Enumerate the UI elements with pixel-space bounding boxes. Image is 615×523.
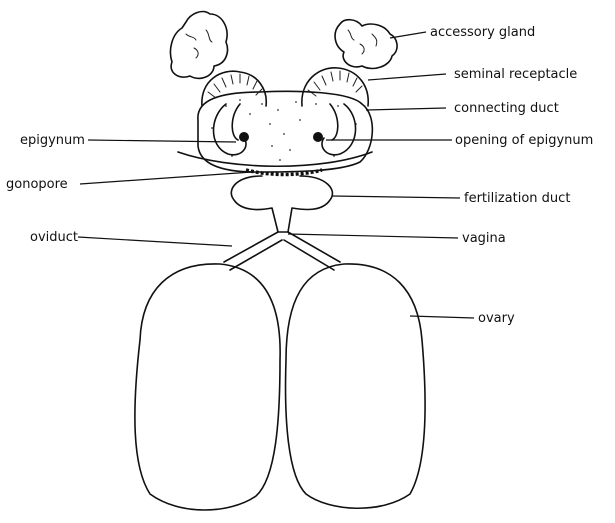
label-oviduct: oviduct <box>30 230 78 245</box>
right-oviduct <box>284 232 340 270</box>
label-seminal-receptacle: seminal receptacle <box>454 67 577 82</box>
label-opening-of-epigynum: opening of epigynum <box>455 133 593 148</box>
right-fertilization-duct <box>288 176 332 232</box>
label-epigynum: epigynum <box>20 133 85 148</box>
right-ovary <box>286 264 426 508</box>
label-fertilization-duct: fertilization duct <box>464 191 570 206</box>
left-epigynum-opening <box>239 132 249 142</box>
right-accessory-gland <box>335 20 397 69</box>
right-seminal-receptacle <box>302 68 368 106</box>
right-epigynum-opening <box>313 132 323 142</box>
left-fertilization-duct <box>231 176 278 232</box>
left-oviduct <box>224 232 282 270</box>
left-seminal-receptacle <box>202 71 266 106</box>
label-connecting-duct: connecting duct <box>454 101 559 116</box>
label-accessory-gland: accessory gland <box>430 25 535 40</box>
label-ovary: ovary <box>478 311 515 326</box>
label-gonopore: gonopore <box>6 177 68 192</box>
left-ovary <box>135 264 280 510</box>
left-accessory-gland <box>170 12 227 79</box>
label-vagina: vagina <box>462 231 506 246</box>
